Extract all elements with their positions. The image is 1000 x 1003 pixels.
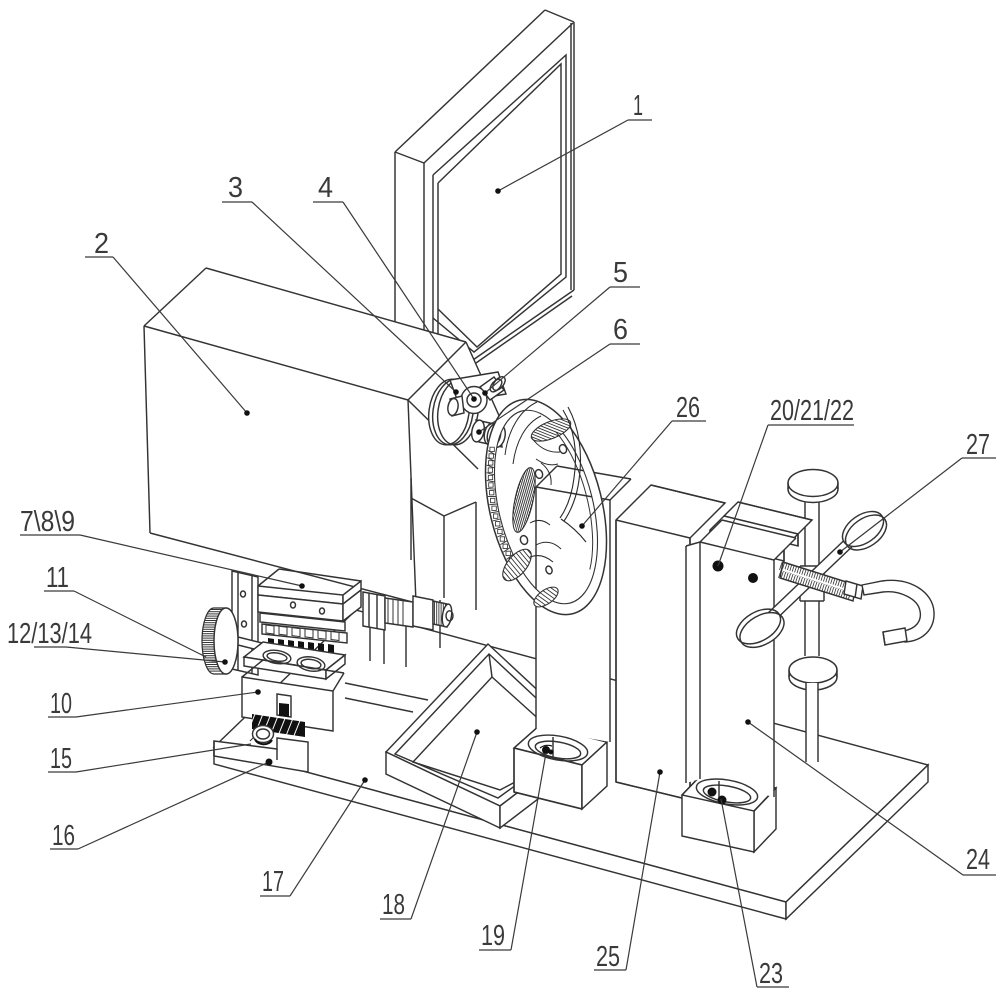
svg-text:17: 17 bbox=[262, 866, 284, 898]
svg-text:10: 10 bbox=[50, 688, 72, 720]
svg-text:16: 16 bbox=[52, 820, 75, 852]
svg-text:11: 11 bbox=[46, 562, 69, 594]
svg-text:24: 24 bbox=[966, 844, 990, 876]
svg-text:26: 26 bbox=[676, 392, 700, 424]
svg-text:5: 5 bbox=[613, 257, 628, 289]
svg-text:15: 15 bbox=[50, 743, 72, 775]
svg-text:23: 23 bbox=[759, 958, 783, 990]
svg-text:7\8\9: 7\8\9 bbox=[20, 506, 75, 538]
svg-text:3: 3 bbox=[228, 172, 243, 204]
svg-text:2: 2 bbox=[94, 228, 109, 260]
svg-text:4: 4 bbox=[318, 172, 333, 204]
svg-text:6: 6 bbox=[613, 314, 628, 346]
svg-text:20/21/22: 20/21/22 bbox=[770, 395, 854, 427]
svg-text:12/13/14: 12/13/14 bbox=[7, 618, 92, 650]
svg-text:19: 19 bbox=[481, 920, 505, 952]
svg-text:27: 27 bbox=[966, 429, 990, 461]
svg-text:1: 1 bbox=[633, 90, 643, 122]
svg-text:25: 25 bbox=[596, 941, 620, 973]
svg-text:18: 18 bbox=[382, 889, 405, 921]
